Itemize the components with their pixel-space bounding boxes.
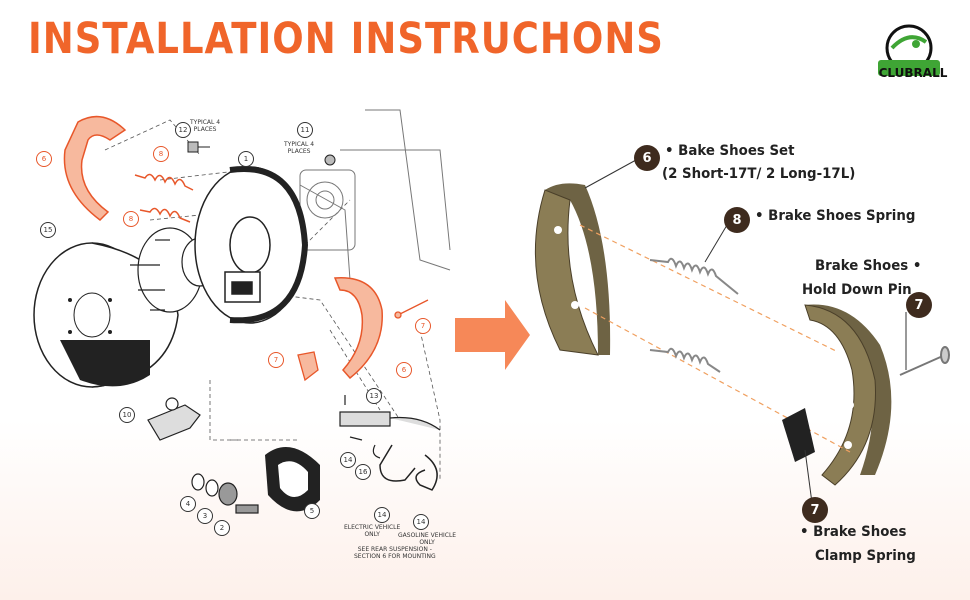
part-number-12: 13	[366, 388, 382, 404]
callout-8-badge: 8	[724, 207, 750, 233]
callout-shoes-set-line2: (2 Short-17T/ 2 Long-17L)	[662, 166, 856, 182]
part-number-8-top: 8	[153, 146, 169, 162]
part-11-note: TYPICAL 4 PLACES	[190, 119, 221, 133]
part-number-2: 2	[214, 520, 230, 536]
part-number-16: 16	[355, 464, 371, 480]
part-number-7-pin: 7	[415, 318, 431, 334]
orange-brake-shoe-left	[63, 115, 127, 221]
gasoline-note: GASOLINE VEHICLE ONLY	[398, 532, 457, 546]
part-number-1: 1	[238, 151, 254, 167]
part-10-note: TYPICAL 4 PLACES	[284, 141, 315, 155]
callout-6-badge: 6	[634, 145, 660, 171]
part-number-4: 4	[180, 496, 196, 512]
part-number-3: 3	[197, 508, 213, 524]
part-number-15: 15	[40, 222, 56, 238]
part-number-13: 14	[340, 452, 356, 468]
callout-7-clamp-badge: 7	[802, 497, 828, 523]
part-number-9: 10	[119, 407, 135, 423]
page-title: INSTALLATION INSTRUCHONS	[28, 14, 664, 64]
callout-7-pin-badge: 7	[906, 292, 932, 318]
part-number-6-left: 6	[36, 151, 52, 167]
electric-note: ELECTRIC VEHICLE ONLY	[344, 524, 401, 538]
part-number-6-right: 6	[396, 362, 412, 378]
rear-suspension-note: SEE REAR SUSPENSION - SECTION 6 FOR MOUN…	[354, 546, 436, 560]
callout-shoes-set-line1: • Bake Shoes Set	[665, 143, 795, 159]
callout-clamp-line1: • Brake Shoes	[800, 524, 907, 540]
part-number-5: 5	[304, 503, 320, 519]
part-number-11: 12	[175, 122, 191, 138]
part-number-14-b: 14	[413, 514, 429, 530]
part-number-7-clip: 7	[268, 352, 284, 368]
part-number-8-bottom: 8	[123, 211, 139, 227]
callout-clamp-line2: Clamp Spring	[815, 548, 916, 564]
photo-brake-shoe-right	[804, 304, 892, 486]
callout-hold-pin-line1: Brake Shoes •	[815, 258, 922, 274]
part-number-10: 11	[297, 122, 313, 138]
part-number-14-a: 14	[374, 507, 390, 523]
photo-brake-shoe-left	[534, 183, 611, 356]
callout-hold-pin-line2: Hold Down Pin	[802, 282, 912, 298]
callout-spring-label: • Brake Shoes Spring	[755, 208, 916, 224]
brand-logo-icon	[878, 24, 940, 76]
brand-name: CLUBRALL	[878, 66, 948, 80]
